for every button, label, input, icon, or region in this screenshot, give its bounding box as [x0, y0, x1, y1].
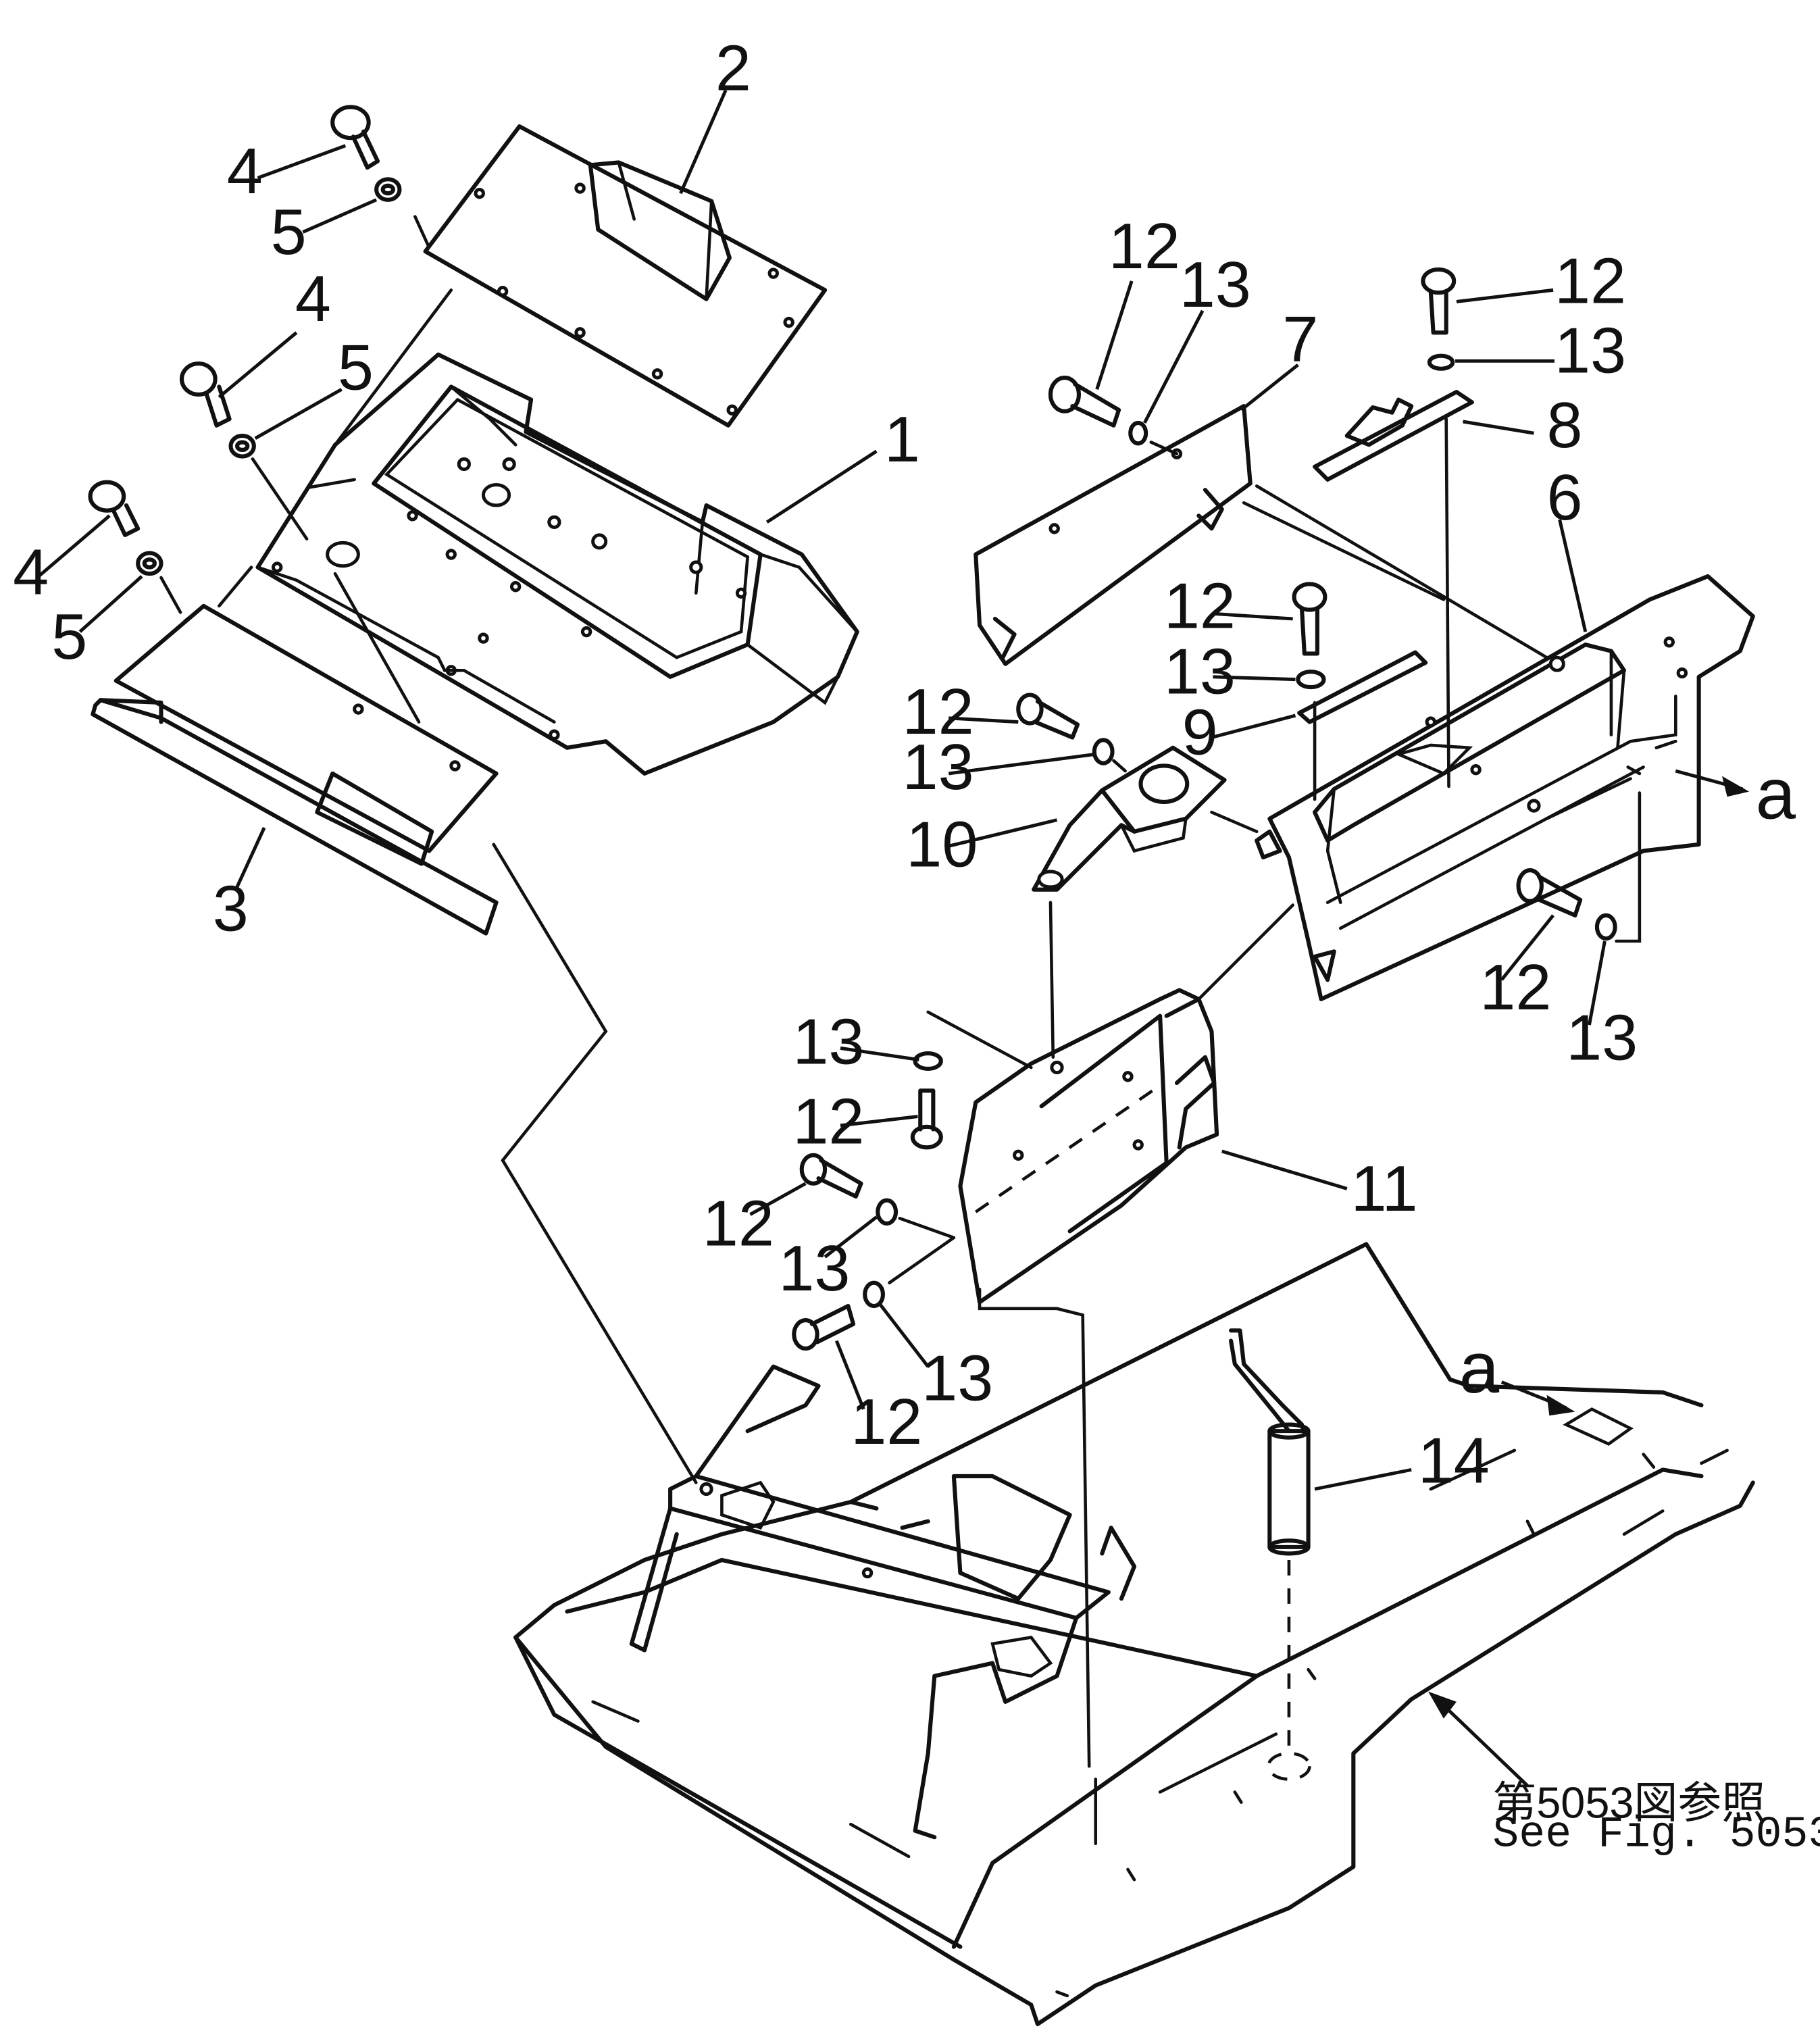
callout-5-bottom: 5 — [51, 601, 87, 673]
bolt-4-top — [330, 105, 380, 170]
part-8-latch — [1313, 390, 1474, 482]
callout-14: 14 — [1418, 1425, 1490, 1497]
callout-12-b: 12 — [1554, 245, 1626, 317]
callout-13-h: 13 — [921, 1342, 993, 1414]
callout-13-g: 13 — [778, 1233, 850, 1305]
washer-13-c — [1296, 670, 1326, 690]
washer-13-a — [1128, 420, 1148, 446]
callout-4-bottom: 4 — [13, 537, 49, 609]
washer-13-g — [876, 1198, 899, 1226]
callout-12-a: 12 — [1109, 211, 1180, 282]
callout-labels: 1 2 3 4 5 4 5 4 5 6 7 8 9 10 11 12 13 12… — [13, 33, 1796, 1497]
callout-8: 8 — [1547, 390, 1583, 461]
part-11-duct-cover — [958, 988, 1219, 1305]
callout-12-f: 12 — [792, 1086, 864, 1158]
callout-12-d: 12 — [903, 676, 974, 748]
washer-5-top — [374, 177, 402, 202]
washer-13-d — [1092, 738, 1115, 765]
washer-5-middle — [228, 433, 256, 459]
bolt-12-b — [1421, 267, 1457, 335]
part-1-console-body — [255, 352, 859, 776]
callout-11: 11 — [1351, 1153, 1418, 1225]
callout-7: 7 — [1282, 303, 1318, 375]
part-7-side-plate — [974, 404, 1253, 666]
bolt-4-middle — [179, 361, 232, 428]
callout-13-b: 13 — [1554, 315, 1626, 386]
washer-13-h — [863, 1280, 885, 1309]
part-3-front-panel — [91, 603, 499, 936]
part-2-top-cover — [423, 124, 828, 428]
reference-note: 第5053図参照 See Fig. 5053 — [1492, 1778, 1820, 1860]
callout-4-middle: 4 — [295, 263, 331, 335]
callout-12-e: 12 — [1480, 952, 1551, 1024]
washer-13-e — [1594, 913, 1617, 941]
callout-1: 1 — [884, 404, 920, 476]
part-9-bar — [1297, 650, 1428, 724]
callout-13-c: 13 — [1164, 636, 1236, 708]
part-6-frame — [1255, 574, 1755, 1001]
assembly-guide-lines — [159, 215, 1642, 1846]
bolt-12-h — [792, 1303, 856, 1351]
bolt-12-e — [1516, 868, 1583, 917]
washer-13-f — [913, 1051, 943, 1071]
callout-13-f: 13 — [792, 1006, 864, 1078]
base-frame — [513, 1242, 1755, 2026]
callout-6: 6 — [1547, 462, 1583, 534]
callout-5-middle: 5 — [338, 332, 374, 403]
callout-2: 2 — [715, 33, 751, 105]
callout-10: 10 — [906, 809, 978, 880]
part-14-lever-pin — [1229, 1328, 1311, 1781]
section-a-arrows — [1427, 769, 1750, 1787]
bolt-12-c — [1292, 582, 1328, 656]
callout-13-e: 13 — [1566, 1003, 1638, 1074]
part-10-bracket — [1032, 745, 1227, 892]
washer-13-b — [1427, 353, 1455, 371]
reference-note-jp: 第5053図参照 — [1492, 1778, 1765, 1828]
callout-4-top: 4 — [227, 136, 263, 207]
reference-note-en: See Fig. 5053 — [1492, 1811, 1820, 1860]
callout-leaders — [37, 89, 1607, 1491]
callout-3: 3 — [213, 874, 249, 945]
callout-12-c: 12 — [1164, 570, 1236, 642]
bolt-12-f — [910, 1088, 943, 1150]
callout-13-a: 13 — [1180, 249, 1251, 321]
section-label-a-bottom: a — [1459, 1327, 1500, 1408]
bolt-12-a — [1048, 376, 1121, 428]
callout-9: 9 — [1182, 697, 1218, 768]
callout-5-top: 5 — [271, 197, 307, 268]
callout-13-d: 13 — [903, 732, 974, 803]
bolt-12-g — [799, 1153, 863, 1199]
section-label-a-top: a — [1756, 753, 1796, 834]
bolt-12-d — [1016, 693, 1080, 740]
bolt-4-bottom — [88, 480, 141, 537]
washer-5-bottom — [136, 551, 163, 576]
callout-12-g: 12 — [703, 1188, 774, 1259]
callout-12-h: 12 — [851, 1386, 922, 1458]
